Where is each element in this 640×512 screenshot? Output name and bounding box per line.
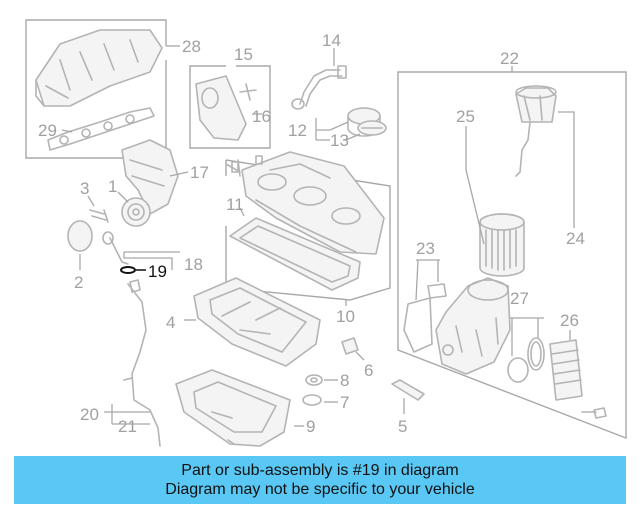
label-23: 23	[416, 239, 435, 258]
label-3: 3	[80, 179, 89, 198]
label-11: 11	[226, 195, 244, 214]
label-19: 19	[148, 262, 167, 281]
label-8: 8	[340, 371, 349, 390]
label-20: 20	[80, 405, 99, 424]
bolt-and-seal	[67, 195, 109, 270]
label-2: 2	[74, 273, 83, 292]
housing-gasket	[403, 297, 433, 353]
label-15: 15	[234, 45, 253, 64]
label-9: 9	[306, 417, 315, 436]
oil-filter-group	[397, 66, 627, 440]
banner-line-2: Diagram may not be specific to your vehi…	[165, 481, 475, 498]
label-26: 26	[560, 311, 579, 330]
label-4: 4	[166, 313, 175, 332]
label-7: 7	[340, 393, 349, 412]
label-14: 14	[322, 31, 341, 50]
oil-pan-upper	[184, 277, 321, 367]
seal-ring	[67, 220, 93, 252]
head-cover-group	[225, 151, 391, 306]
timing-cover	[195, 75, 247, 141]
label-12: 12	[288, 121, 307, 140]
front-cover-group	[117, 139, 189, 227]
breather-hose	[291, 48, 347, 110]
o-ring	[507, 357, 529, 383]
label-13: 13	[330, 131, 349, 150]
dipstick-tube	[127, 283, 161, 447]
plug-seals	[302, 374, 338, 406]
label-18: 18	[184, 255, 203, 274]
filter-housing	[435, 277, 511, 375]
drain-plug	[341, 337, 365, 361]
manifold-gasket	[47, 107, 155, 151]
label-16: 16	[252, 107, 271, 126]
dipstick-group	[102, 231, 180, 447]
label-6: 6	[364, 361, 373, 380]
label-27: 27	[510, 289, 529, 308]
timing-cover-group	[189, 65, 271, 149]
front-cover	[121, 139, 179, 215]
crank-pulley	[121, 197, 151, 227]
filter-cap	[515, 87, 557, 123]
part-labels: 28 29 15 16 14 12 13 22 25 17 1 3 11 24 …	[38, 31, 585, 436]
label-28: 28	[182, 37, 201, 56]
sealant-tube	[391, 379, 425, 414]
label-22: 22	[500, 49, 519, 68]
oil-pan-lower	[175, 369, 304, 447]
info-banner: Part or sub-assembly is #19 in diagram D…	[14, 456, 626, 504]
label-17: 17	[190, 163, 209, 182]
intake-manifold-group	[25, 19, 180, 159]
label-5: 5	[398, 417, 407, 436]
valve-cover	[241, 151, 385, 255]
oil-cooler	[549, 339, 583, 401]
label-1: 1	[108, 177, 117, 196]
banner-line-1: Part or sub-assembly is #19 in diagram	[181, 462, 459, 479]
o-ring-19	[120, 266, 136, 274]
label-21: 21	[118, 417, 137, 436]
label-24: 24	[566, 229, 585, 248]
label-25: 25	[456, 107, 475, 126]
valve-cover-gasket	[229, 217, 361, 291]
intake-manifold	[35, 29, 163, 107]
oil-filler-cap	[315, 107, 387, 141]
label-10: 10	[336, 307, 355, 326]
label-29: 29	[38, 121, 57, 140]
